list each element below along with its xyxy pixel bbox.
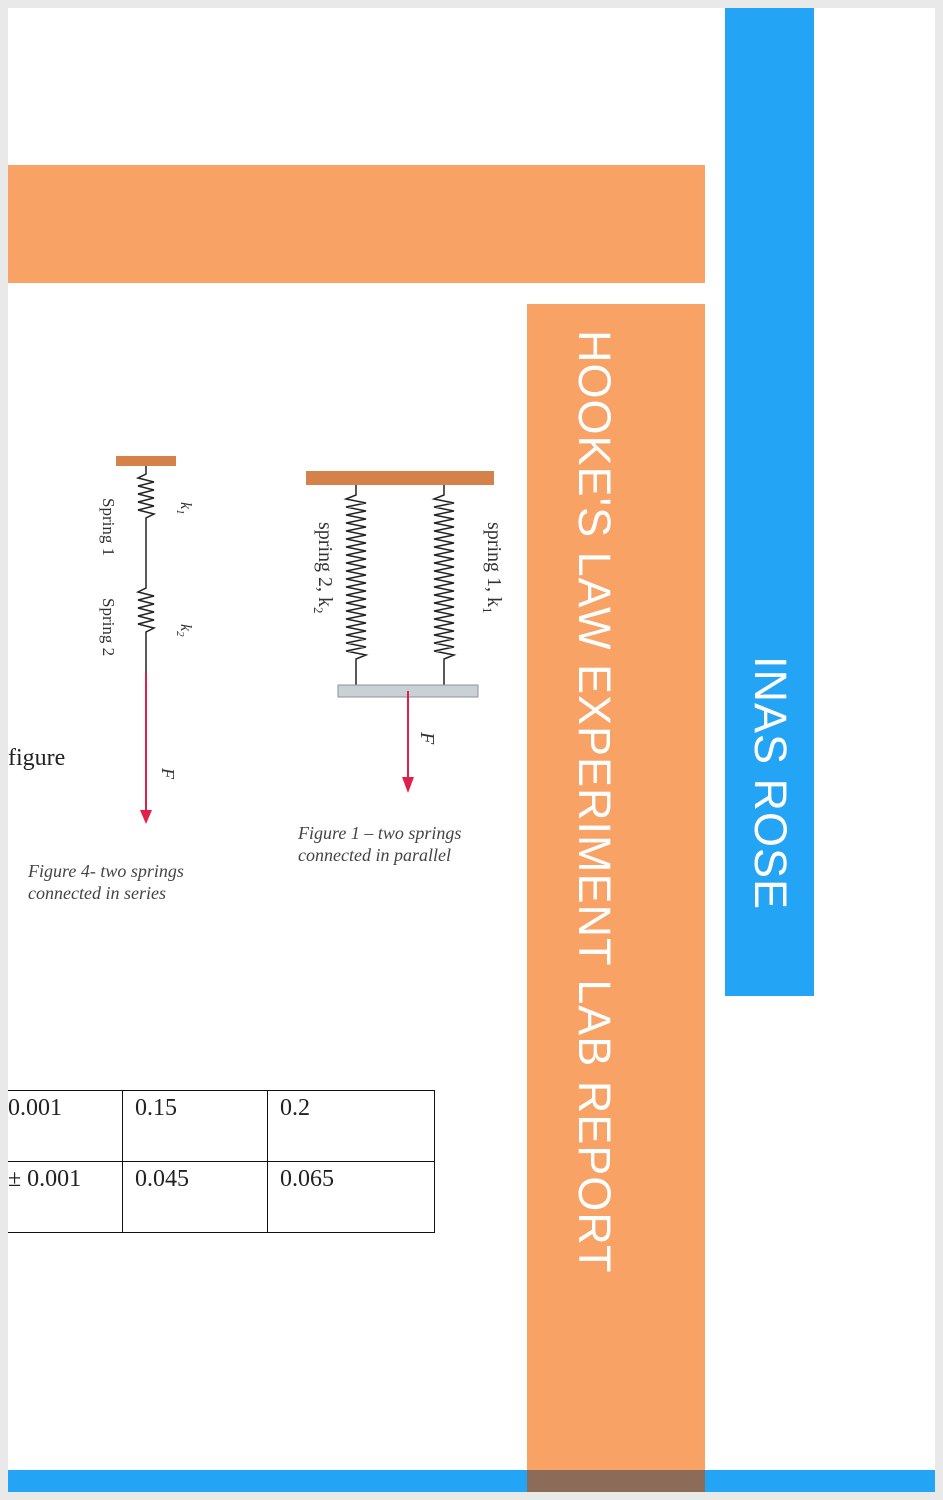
series-caption-line-1: Figure 4- two springs xyxy=(28,861,184,881)
parallel-force-arrowhead xyxy=(402,777,414,793)
book-cover: Spring 1 Spring 2 k1 k2 F spring 1, k1 s… xyxy=(8,8,935,1492)
series-spring-1 xyxy=(135,466,157,580)
table-cell: 0.15 xyxy=(122,1090,268,1162)
parallel-force-label: F xyxy=(416,732,438,745)
series-figure-caption: Figure 4- two springs connected in serie… xyxy=(28,860,184,904)
series-fixed-support xyxy=(116,456,176,466)
partial-body-text: figure xyxy=(8,745,66,771)
parallel-caption-line-2: connected in parallel xyxy=(298,845,451,865)
parallel-spring-2 xyxy=(343,485,369,685)
series-k2-label: k2 xyxy=(173,624,194,637)
parallel-spring-1-label: spring 1, k1 xyxy=(480,522,505,614)
table-cell: 0.045 xyxy=(122,1161,268,1233)
series-spring-1-label: Spring 1 xyxy=(99,498,118,557)
table-cell: ± 0.001 xyxy=(8,1161,123,1233)
bottom-stripe-shade xyxy=(527,1470,705,1492)
blue-bottom-stripe xyxy=(8,1470,935,1492)
table-cell: 0.001 xyxy=(8,1090,123,1162)
book-title: HOOKE'S LAW EXPERIMENT LAB REPORT xyxy=(569,330,620,1274)
parallel-caption-line-1: Figure 1 – two springs xyxy=(298,823,462,843)
series-k1-label: k1 xyxy=(173,502,194,515)
orange-header-band xyxy=(8,165,705,283)
series-springs-figure xyxy=(116,456,176,824)
parallel-fixed-support xyxy=(306,471,494,485)
series-caption-line-2: connected in series xyxy=(28,883,166,903)
orange-title-bar xyxy=(527,304,705,1492)
parallel-spring-2-label: spring 2, k2 xyxy=(311,522,336,614)
table-row: 0.001 0.15 0.2 xyxy=(8,1090,435,1162)
series-force-label: F xyxy=(158,768,178,779)
parallel-figure-caption: Figure 1 – two springs connected in para… xyxy=(298,822,461,866)
table-cell: 0.2 xyxy=(267,1090,435,1162)
series-spring-2 xyxy=(135,580,157,673)
table-row: ± 0.001 0.045 0.065 xyxy=(8,1161,435,1233)
measurement-table: 0.001 0.15 0.2 ± 0.001 0.045 0.065 xyxy=(8,1090,435,1233)
table-cell: 0.065 xyxy=(267,1161,435,1233)
author-name: INAS ROSE xyxy=(745,656,796,911)
blue-author-bar xyxy=(725,8,814,996)
series-force-arrowhead xyxy=(140,810,152,824)
parallel-springs-figure xyxy=(306,471,494,793)
series-spring-2-label: Spring 2 xyxy=(99,598,118,657)
parallel-spring-1 xyxy=(431,485,457,685)
